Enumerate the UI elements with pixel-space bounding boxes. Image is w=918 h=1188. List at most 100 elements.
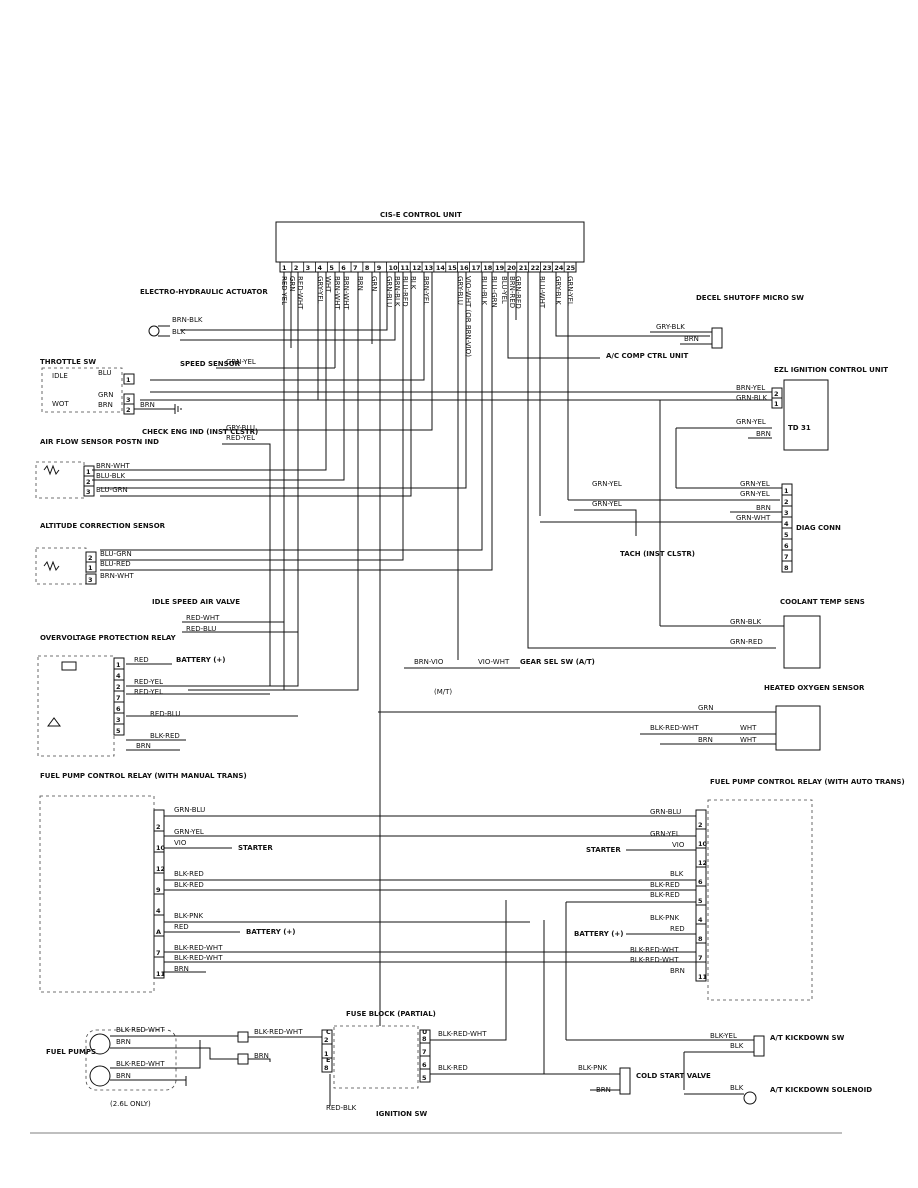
fp-manual-wire-2: GRN-YEL <box>174 828 204 836</box>
check-eng-wire-2: RED-YEL <box>226 434 255 442</box>
ov-pins-pin: 1 <box>116 661 121 669</box>
fpa-pins-pin: 5 <box>698 897 703 905</box>
ecu-pin: 17 <box>471 264 480 272</box>
electro-hydraulic-actuator: ELECTRO-HYDRAULIC ACTUATOR BRN-BLK BLK <box>140 288 268 337</box>
idle-air-wire-2: RED-BLU <box>186 625 216 633</box>
coolant-wire-1: GRN-BLK <box>730 618 762 626</box>
fpm-pins-pin: 2 <box>156 823 161 831</box>
throttle-ground-icon <box>174 404 182 414</box>
fuse-wire-3: RED-BLK <box>326 1104 357 1112</box>
fp-manual-wire-10: BRN <box>174 965 189 973</box>
svg-text:1: 1 <box>86 468 91 476</box>
idle-air-wire-1: RED-WHT <box>186 614 220 622</box>
ecu-pin: 23 <box>542 264 551 272</box>
fpa-pins-pin: 10 <box>698 840 708 848</box>
throttle-switch-outline <box>41 367 123 413</box>
decel-switch-icon <box>711 327 723 349</box>
ezl-body <box>783 379 829 451</box>
ov-pins-pin: 7 <box>116 694 121 702</box>
ov-pins-pin-box <box>113 723 125 736</box>
fuel-pumps-wire-1: BLK-RED-WHT <box>116 1026 165 1034</box>
ecu-wire-label: BRN-RED <box>508 276 516 308</box>
cold-start-title: COLD START VALVE <box>636 1072 711 1080</box>
overvolt-battery-label: BATTERY (+) <box>176 656 225 664</box>
fpm-pins-pin: 11 <box>156 970 166 978</box>
altitude-wire-1: BLU-GRN <box>100 550 132 558</box>
fp-auto-starter-label: STARTER <box>586 846 621 854</box>
throttle-wire-3: BRN <box>98 401 113 409</box>
overvolt-wire-4: RED-BLU <box>150 710 180 718</box>
ecu-pin: 22 <box>531 264 540 272</box>
ov-pins-pin: 4 <box>116 672 121 680</box>
overvolt-wire-1: RED <box>134 656 149 664</box>
airflow-wire-3: BLU-GRN <box>96 486 128 494</box>
kickdown-sw-wire-1: BLK-YEL <box>710 1032 737 1040</box>
airflow-resistor-icon <box>43 464 60 476</box>
kickdown-sw-title: A/T KICKDOWN SW <box>770 1034 845 1042</box>
fuel-pumps-title: FUEL PUMPS <box>46 1048 96 1056</box>
diag-title: DIAG CONN <box>796 524 841 532</box>
ecu-pin: 18 <box>483 264 493 272</box>
ecu-pin: 21 <box>519 264 529 272</box>
fuel-pump-2-icon <box>89 1065 111 1087</box>
fuse-block-outline <box>333 1025 419 1089</box>
fp-auto-wire-5: BLK-RED <box>650 881 680 889</box>
fuel-pumps-wire-3: BLK-RED-WHT <box>116 1060 165 1068</box>
fp-auto-wire-10: BLK-RED-WHT <box>630 956 679 964</box>
cold-start-wire-1: BLK-PNK <box>578 1064 608 1072</box>
ezl-wire-3: GRN-YEL <box>736 418 766 426</box>
oxygen-wire-4: WHT <box>740 724 757 732</box>
fpa-pins-pin: 6 <box>698 878 703 886</box>
fuse-pins-l-pin: 2 <box>324 1036 329 1044</box>
altitude-title: ALTITUDE CORRECTION SENSOR <box>40 522 166 530</box>
diag-pins-pin: 2 <box>784 498 789 506</box>
ecu-pin: 8 <box>365 264 370 272</box>
speed-sensor: SPEED SENSOR GRN-YEL <box>180 358 335 369</box>
fpa-pins-pin: 7 <box>698 954 703 962</box>
kickdown-sol-title: A/T KICKDOWN SOLENOID <box>770 1086 872 1094</box>
airflow-outline <box>35 461 85 499</box>
gear-selector-switch: BRN-VIO VIO-WHT GEAR SEL SW (A/T) (M/T) <box>404 658 595 696</box>
throttle-wot-label: WOT <box>52 400 69 408</box>
svg-text:1: 1 <box>88 564 93 572</box>
svg-text:C: C <box>326 1028 331 1036</box>
cold-start-valve: BLK-PNK BRN COLD START VALVE <box>536 1064 711 1095</box>
svg-text:3: 3 <box>126 396 131 404</box>
diag-pins-pin: 3 <box>784 509 789 517</box>
gear-wire-2: VIO-WHT <box>478 658 510 666</box>
idle-air-title: IDLE SPEED AIR VALVE <box>152 598 240 606</box>
gear-label: GEAR SEL SW (A/T) <box>520 658 595 666</box>
ov-pins-pin: 3 <box>116 716 121 724</box>
fpm-pins-pin: 12 <box>156 865 165 873</box>
ecu-pin: 20 <box>507 264 517 272</box>
fpa-pins-pin: 11 <box>698 973 708 981</box>
ecu-wire-label: GRN-YEL <box>566 276 574 306</box>
ecu-wire-label: RED-WHT <box>296 276 304 310</box>
ecu-wire-label: GRN-BLU <box>385 276 393 307</box>
altitude-outline <box>35 547 87 585</box>
ezl-ignition-control: EZL IGNITION CONTROL UNIT 2 1 BRN-YEL GR… <box>140 366 888 488</box>
ecu-pin: 3 <box>306 264 311 272</box>
svg-text:1: 1 <box>774 400 779 408</box>
fuse-ignition-label: IGNITION SW <box>376 1110 427 1118</box>
ecu-pin: 24 <box>554 264 564 272</box>
oxygen-wire-5: WHT <box>740 736 757 744</box>
actuator-connector-icon <box>148 325 160 337</box>
ecu-pin-strip <box>279 261 577 273</box>
ecu-pin: 14 <box>436 264 446 272</box>
fuse-wire-2: BLK-RED <box>438 1064 468 1072</box>
fuse-pins-r-pin: 6 <box>422 1061 427 1069</box>
fuse-pins-l-pin-box <box>321 1057 333 1073</box>
fuel-pump-relay-auto: FUEL PUMP CONTROL RELAY (WITH AUTO TRANS… <box>565 778 905 1040</box>
tach-wire-1: GRN-YEL <box>592 480 622 488</box>
ecu-wire-label: BRN-YEL <box>422 276 430 305</box>
diag-wire-4: GRN-WHT <box>736 514 771 522</box>
overvolt-wire-6: BRN <box>136 742 151 750</box>
check-eng-wire-1: GRY-BLU <box>226 424 255 432</box>
kickdown-sw-wire-2: BLK <box>730 1042 744 1050</box>
